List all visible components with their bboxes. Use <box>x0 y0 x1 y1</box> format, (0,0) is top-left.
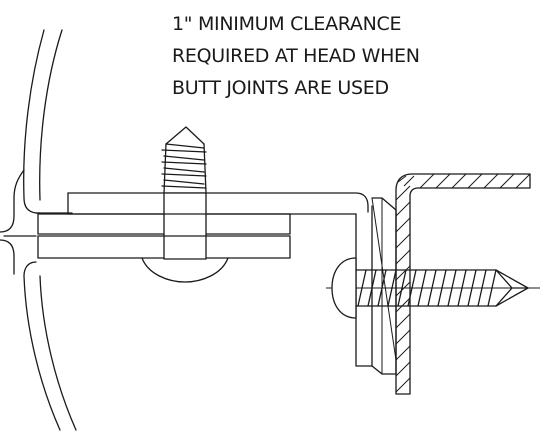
panel-bend-lower <box>0 239 15 275</box>
panel-lower-line-2 <box>39 275 77 431</box>
clearance-note: 1" MINIMUM CLEARANCE REQUIRED AT HEAD WH… <box>172 13 420 99</box>
vertical-bolt <box>141 126 229 283</box>
panel-lower-line <box>23 261 61 431</box>
bolt-shank <box>163 192 207 260</box>
joined-plates <box>35 212 291 259</box>
angle-corner-hatching <box>397 175 415 187</box>
angle-hatching <box>395 173 531 393</box>
washer-outline <box>371 197 397 375</box>
panel-outer-upper-line-2 <box>39 29 63 201</box>
note-line-1: 1" MINIMUM CLEARANCE <box>172 13 401 35</box>
horizontal-screw <box>326 257 540 319</box>
note-line-3: BUTT JOINTS ARE USED <box>172 77 389 99</box>
bolt-thread-left-edge <box>163 143 167 194</box>
bolt-thread-right-edge <box>203 143 207 194</box>
panel-outer-upper-line <box>23 29 73 214</box>
note-line-2: REQUIRED AT HEAD WHEN <box>172 45 420 67</box>
top-plate-inner-bend <box>355 205 373 367</box>
bolt-threads <box>161 143 207 189</box>
screw-head <box>331 257 357 319</box>
bolt-dome-head <box>141 257 229 283</box>
screw-threads <box>357 269 497 307</box>
screw-tip-facets <box>495 269 529 307</box>
top-plate-outline <box>67 192 369 213</box>
panel-bend-upper <box>0 169 25 233</box>
angle-outer-outline <box>395 173 531 395</box>
curved-wall-panel <box>0 29 77 431</box>
bolt-tip <box>165 126 205 145</box>
bracket-top-plate <box>67 192 373 367</box>
angle-bracket <box>395 173 531 395</box>
